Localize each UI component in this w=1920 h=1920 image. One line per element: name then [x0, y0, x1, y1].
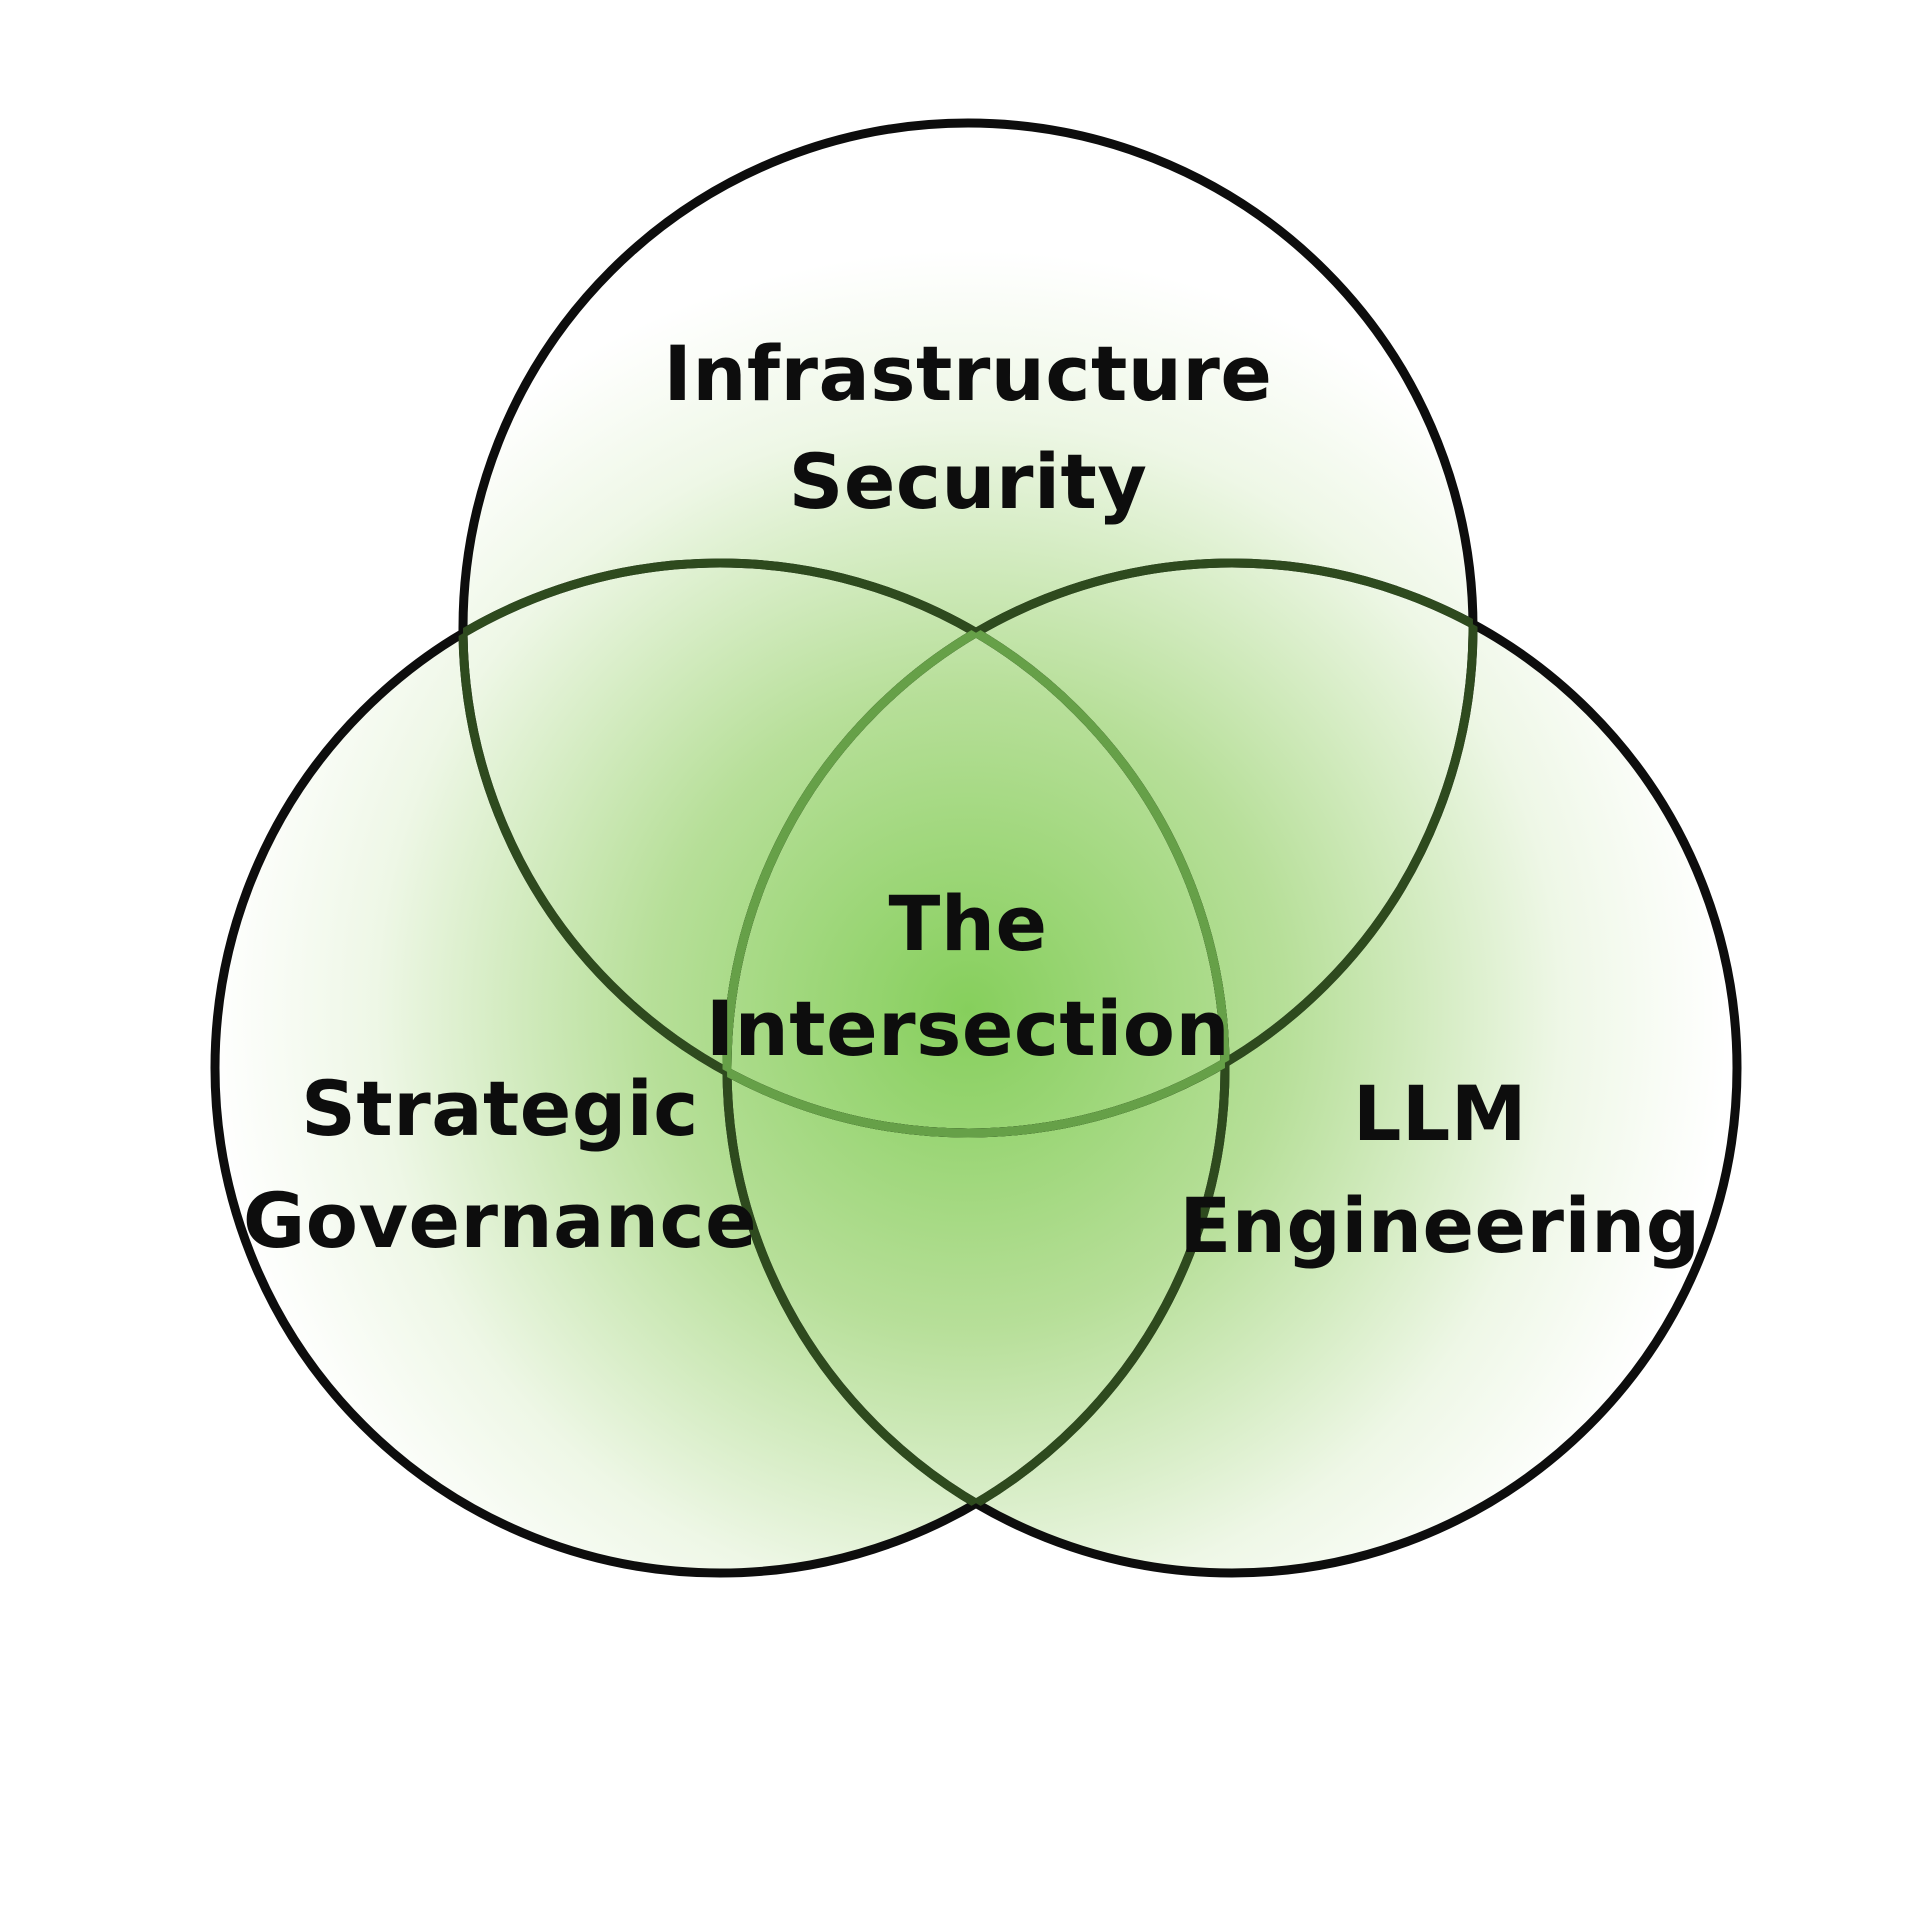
- inner-arc-left-in-right: [727, 563, 1230, 1573]
- center-arc-top: [727, 563, 1225, 1138]
- label-llm: LLM: [1353, 1069, 1527, 1158]
- label-strategic: Strategic: [301, 1064, 699, 1153]
- label-intersection: Intersection: [706, 984, 1230, 1073]
- label-governance: Governance: [243, 1176, 757, 1265]
- circle-fill-llm-engineering: [727, 563, 1737, 1573]
- label-infrastructure: Infrastructure: [664, 329, 1273, 418]
- center-arc-right: [722, 563, 1225, 1133]
- label-security: Security: [789, 437, 1148, 526]
- label-the: The: [889, 879, 1048, 968]
- label-engineering: Engineering: [1179, 1181, 1700, 1270]
